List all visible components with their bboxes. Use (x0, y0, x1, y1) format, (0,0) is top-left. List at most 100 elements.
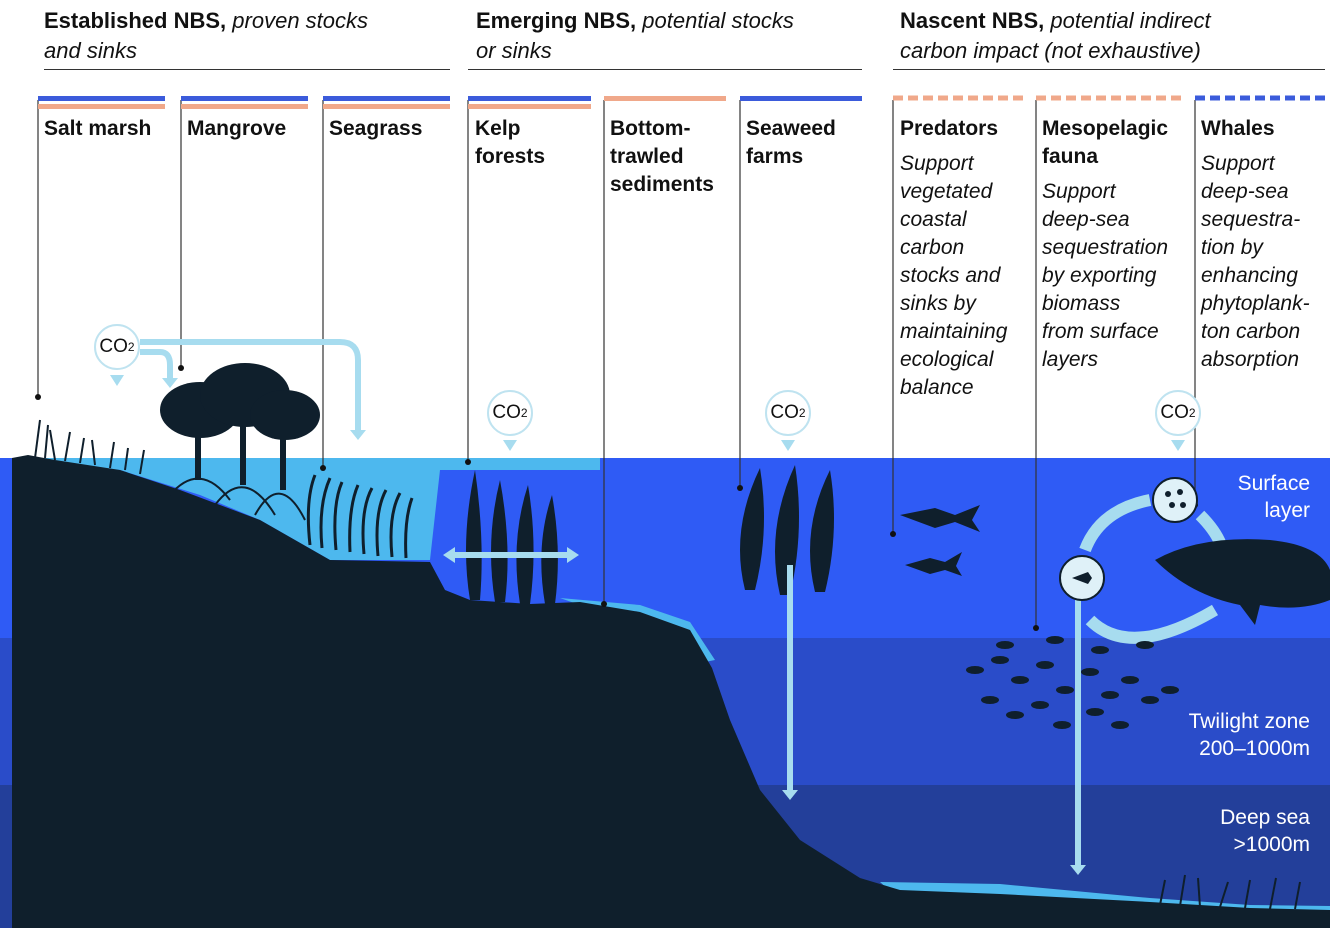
group-established: Established NBS, proven stocks and sinks (44, 6, 368, 66)
title-line: Bottom- (610, 117, 691, 140)
zone-line: >1000m (1233, 833, 1310, 856)
co2-label: CO (770, 402, 799, 423)
desc-line: Support (1042, 180, 1116, 203)
group-established-rule (44, 69, 450, 70)
group-nascent-subtitle: potential indirect (1050, 8, 1211, 33)
title-line: Mangrove (187, 117, 287, 140)
group-emerging-title: Emerging NBS, (476, 8, 637, 33)
column-seaweed-title: Seaweed farms (746, 115, 836, 171)
desc-line: vegetated (900, 180, 993, 203)
title-line: fauna (1042, 145, 1099, 168)
zone-twilight-label: Twilight zone 200–1000m (1189, 708, 1310, 762)
group-emerging-subtitle-2: or sinks (476, 38, 552, 63)
co2-subscript: 2 (798, 406, 806, 420)
column-salt-marsh-title: Salt marsh (44, 115, 151, 143)
zone-line: layer (1264, 499, 1310, 522)
seagrass-icon (306, 474, 414, 559)
desc-line: ton carbon (1201, 320, 1301, 343)
title-line: Predators (900, 117, 999, 140)
column-whales-desc: Support deep-sea sequestra- tion by enha… (1201, 150, 1310, 374)
desc-line: Support (900, 152, 974, 175)
group-established-title: Established NBS, (44, 8, 227, 33)
group-emerging-rule (468, 69, 862, 70)
column-mesopelagic-desc: Support deep-sea sequestration by export… (1042, 178, 1168, 374)
column-seagrass-title: Seagrass (329, 115, 422, 143)
mangrove-icon (160, 363, 320, 521)
desc-line: by exporting (1042, 264, 1157, 287)
desc-line: stocks and (900, 264, 1001, 287)
desc-line: from surface (1042, 320, 1159, 343)
desc-line: sinks by (900, 292, 976, 315)
desc-line: sequestration (1042, 236, 1169, 259)
group-nascent-rule (893, 69, 1325, 70)
desc-line: Support (1201, 152, 1275, 175)
zone-line: Twilight zone (1188, 710, 1310, 733)
column-whales-title: Whales (1201, 115, 1275, 143)
column-mesopelagic-title: Mesopelagic fauna (1042, 115, 1168, 171)
title-line: Seaweed (746, 117, 836, 140)
title-line: Kelp (475, 117, 521, 140)
group-nascent-title: Nascent NBS, (900, 8, 1045, 33)
title-line: Mesopelagic (1042, 117, 1169, 140)
desc-line: phytoplank- (1201, 292, 1310, 315)
column-mangrove-title: Mangrove (187, 115, 286, 143)
leader-lines (37, 100, 1196, 628)
title-line: sediments (610, 173, 714, 196)
group-emerging-subtitle: potential stocks (642, 8, 794, 33)
predator-fish-icon (900, 505, 980, 576)
fish-school-icon (966, 636, 1179, 729)
co2-label: CO (492, 402, 521, 423)
salt-marsh-icon (34, 419, 145, 475)
seaweed-farm-icon (740, 465, 834, 595)
whale-icon (1155, 539, 1330, 625)
zone-surface-label: Surface layer (1238, 470, 1310, 524)
desc-line: maintaining (900, 320, 1008, 343)
co2-label: CO (1160, 402, 1189, 423)
deep-coral-icon (1159, 874, 1301, 910)
co2-subscript: 2 (1188, 406, 1196, 420)
group-nascent: Nascent NBS, potential indirect carbon i… (900, 6, 1211, 66)
seabed (12, 455, 1330, 928)
desc-line: deep-sea (1201, 180, 1289, 203)
desc-line: biomass (1042, 292, 1121, 315)
title-line: trawled (610, 145, 684, 168)
co2-subscript: 2 (520, 406, 528, 420)
desc-line: tion by (1201, 236, 1263, 259)
title-line: Salt marsh (44, 117, 152, 140)
plankton-icon (1152, 477, 1198, 523)
zone-deep-label: Deep sea >1000m (1220, 804, 1310, 858)
co2-subscript: 2 (127, 340, 135, 354)
desc-line: deep-sea (1042, 208, 1130, 231)
title-line: Seagrass (329, 117, 423, 140)
desc-line: balance (900, 376, 974, 399)
category-bars (38, 95, 1325, 109)
desc-line: ecological (900, 348, 994, 371)
carbon-flow-arrows (140, 339, 1081, 865)
group-established-subtitle: proven stocks (232, 8, 369, 33)
title-line: Whales (1201, 117, 1275, 140)
zone-line: Surface (1237, 472, 1310, 495)
desc-line: sequestra- (1201, 208, 1301, 231)
title-line: forests (475, 145, 546, 168)
group-emerging: Emerging NBS, potential stocks or sinks (476, 6, 794, 66)
column-sediments-title: Bottom- trawled sediments (610, 115, 714, 199)
kelp-icon (466, 470, 558, 604)
co2-label: CO (99, 336, 128, 357)
group-nascent-subtitle-2: carbon impact (not exhaustive) (900, 38, 1201, 63)
desc-line: carbon (900, 236, 965, 259)
desc-line: absorption (1201, 348, 1300, 371)
column-predators-desc: Support vegetated coastal carbon stocks … (900, 150, 1007, 402)
column-predators-title: Predators (900, 115, 998, 143)
desc-line: coastal (900, 208, 967, 231)
group-established-subtitle-2: and sinks (44, 38, 137, 63)
desc-line: enhancing (1201, 264, 1298, 287)
zone-line: Deep sea (1220, 806, 1310, 829)
column-kelp-title: Kelp forests (475, 115, 545, 171)
desc-line: layers (1042, 348, 1099, 371)
title-line: farms (746, 145, 804, 168)
